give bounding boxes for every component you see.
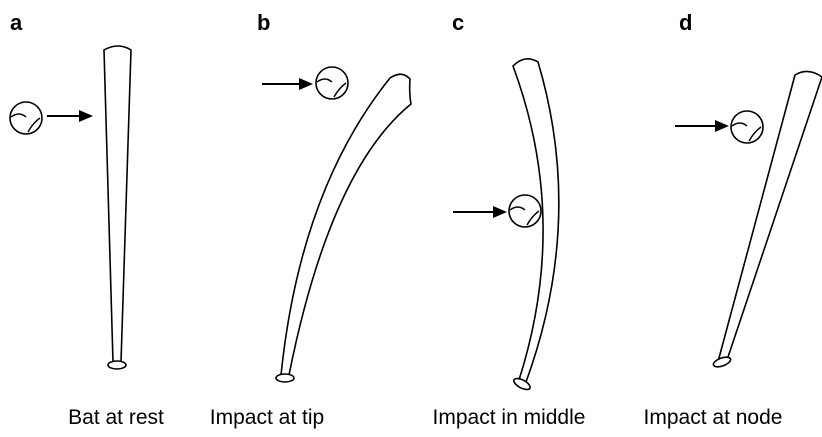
ball-c <box>509 195 541 227</box>
arrow-d-head <box>715 120 729 132</box>
ball-d-body <box>731 111 763 143</box>
ball-a <box>10 102 42 134</box>
bat-a-body <box>104 46 131 362</box>
bat-b-body <box>281 74 411 375</box>
ball-c-body <box>509 195 541 227</box>
arrow-d <box>675 120 729 132</box>
ball-b-body <box>316 67 348 99</box>
panel-letter-b: b <box>257 10 270 35</box>
panel-d: d Impact at node <box>644 10 822 429</box>
bat-b <box>276 74 411 382</box>
arrow-c <box>453 206 507 218</box>
bat-a-knob <box>108 361 126 369</box>
arrow-b-head <box>299 78 313 90</box>
ball-b <box>316 67 348 99</box>
caption-d: Impact at node <box>644 406 783 429</box>
ball-a-body <box>10 102 42 134</box>
caption-c: Impact in middle <box>433 406 586 429</box>
bat-d-body <box>719 71 822 360</box>
panel-letter-c: c <box>452 10 464 35</box>
arrow-a-head <box>79 110 93 122</box>
arrow-a <box>47 110 93 122</box>
panel-letter-d: d <box>679 10 692 35</box>
arrow-c-head <box>493 206 507 218</box>
bat-a <box>104 46 131 369</box>
panel-c: c Impact in middle <box>433 10 586 429</box>
bat-b-knob <box>276 374 294 382</box>
arrow-b <box>262 78 313 90</box>
caption-a: Bat at rest <box>68 406 164 429</box>
panel-letter-a: a <box>10 10 23 35</box>
panel-a: a Bat at rest <box>10 10 164 429</box>
bat-d <box>712 71 822 368</box>
caption-b: Impact at tip <box>210 406 324 429</box>
ball-d <box>731 111 763 143</box>
panel-b: b Impact at tip <box>210 10 411 429</box>
bat-d-knob <box>712 355 732 369</box>
